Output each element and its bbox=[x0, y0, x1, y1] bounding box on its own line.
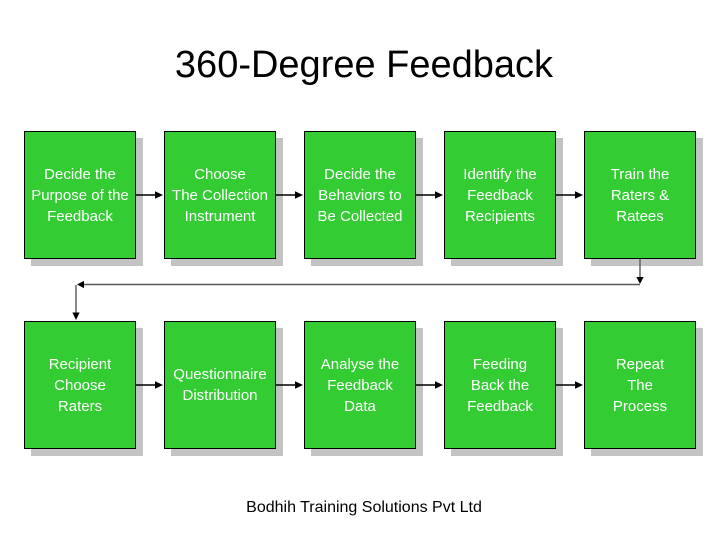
flow-box-decide-purpose: Decide the Purpose of the Feedback bbox=[24, 131, 136, 259]
flow-box-train-raters: Train the Raters & Ratees bbox=[584, 131, 696, 259]
arrow-top-4-5 bbox=[556, 191, 583, 199]
flow-box-label: Train the Raters & Ratees bbox=[610, 165, 670, 225]
flow-box-label: Choose The Collection Instrument bbox=[172, 165, 268, 225]
arrow-top-3-4 bbox=[416, 191, 443, 199]
flow-box-identify-recipients: Identify the Feedback Recipients bbox=[444, 131, 556, 259]
flow-box-label: Feeding Back the Feedback bbox=[467, 355, 533, 415]
flow-box-label: Identify the Feedback Recipients bbox=[463, 165, 537, 225]
flow-box-recipient-choose-raters: Recipient Choose Raters bbox=[24, 321, 136, 449]
slide-title: 360-Degree Feedback bbox=[174, 44, 554, 86]
arrow-bottom-3-4 bbox=[416, 381, 443, 389]
flow-box-decide-behaviors: Decide the Behaviors to Be Collected bbox=[304, 131, 416, 259]
flow-box-repeat-process: Repeat The Process bbox=[584, 321, 696, 449]
footer-credit: Bodhih Training Solutions Pvt Ltd bbox=[246, 499, 482, 516]
arrow-bottom-2-3 bbox=[276, 381, 303, 389]
flow-box-feeding-back: Feeding Back the Feedback bbox=[444, 321, 556, 449]
arrow-bottom-1-2 bbox=[136, 381, 163, 389]
flow-box-questionnaire-distribution: Questionnaire Distribution bbox=[164, 321, 276, 449]
flow-box-label: Decide the Behaviors to Be Collected bbox=[317, 165, 403, 225]
arrow-top-2-3 bbox=[276, 191, 303, 199]
flow-box-label: Decide the Purpose of the Feedback bbox=[31, 165, 129, 225]
arrow-return-down-into-recipient bbox=[72, 285, 80, 320]
flow-box-label: Repeat The Process bbox=[612, 355, 668, 415]
flow-box-label: Analyse the Feedback Data bbox=[320, 355, 400, 415]
arrow-return-across bbox=[77, 280, 640, 289]
arrow-bottom-4-5 bbox=[556, 381, 583, 389]
flow-box-label: Questionnaire Distribution bbox=[173, 366, 267, 404]
flow-box-label: Recipient Choose Raters bbox=[48, 355, 112, 415]
arrow-return-down-from-train bbox=[636, 259, 644, 284]
flow-box-analyse-data: Analyse the Feedback Data bbox=[304, 321, 416, 449]
flow-box-choose-instrument: Choose The Collection Instrument bbox=[164, 131, 276, 259]
arrow-top-1-2 bbox=[136, 191, 163, 199]
